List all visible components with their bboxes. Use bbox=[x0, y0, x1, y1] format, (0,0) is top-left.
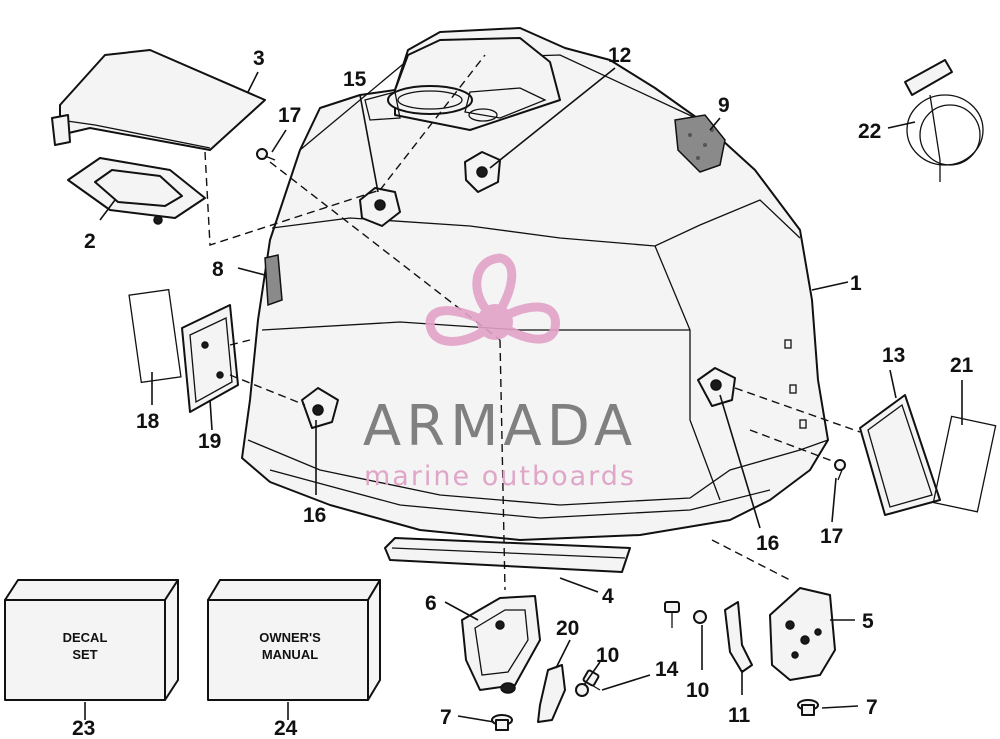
decal-set-line2: SET bbox=[72, 647, 97, 662]
bolt-17-right bbox=[834, 459, 846, 481]
callout-numbers: 1 2 3 4 5 6 7 7 8 9 10 10 11 12 13 14 15… bbox=[72, 44, 974, 739]
callout-21: 21 bbox=[950, 354, 974, 377]
grommet-pad-9 bbox=[674, 114, 726, 173]
gasket-2 bbox=[67, 157, 206, 225]
callout-10b: 10 bbox=[686, 679, 709, 702]
callout-15: 15 bbox=[343, 68, 367, 91]
callout-14: 14 bbox=[655, 658, 679, 681]
plug-7-left bbox=[491, 714, 513, 731]
owners-manual-box: OWNER'S MANUAL bbox=[207, 579, 381, 701]
decal-set-line1: DECAL bbox=[63, 630, 108, 645]
watermark-brand: ARMADA bbox=[363, 394, 637, 459]
callout-11: 11 bbox=[728, 704, 751, 727]
callout-17a: 17 bbox=[278, 104, 301, 127]
propeller-logo-icon bbox=[425, 253, 560, 346]
clip-11 bbox=[724, 601, 753, 673]
sheet-21 bbox=[932, 415, 997, 513]
callout-12: 12 bbox=[608, 44, 631, 67]
latch-20 bbox=[537, 664, 566, 723]
assembly-lines bbox=[204, 54, 861, 591]
plug-7-right bbox=[797, 699, 819, 716]
callout-7a: 7 bbox=[440, 706, 452, 729]
callout-16b: 16 bbox=[756, 532, 779, 555]
grommet-16-right bbox=[697, 367, 736, 407]
lid-3 bbox=[51, 49, 266, 151]
washer-10-left bbox=[575, 683, 589, 697]
callout-13: 13 bbox=[882, 344, 905, 367]
callout-20: 20 bbox=[556, 617, 579, 640]
cable-22 bbox=[904, 59, 984, 182]
leader-lines bbox=[84, 67, 963, 723]
callout-16a: 16 bbox=[303, 504, 326, 527]
callout-22: 22 bbox=[858, 120, 881, 143]
callout-4: 4 bbox=[602, 585, 614, 608]
engine-cover bbox=[241, 27, 829, 541]
decal-sheet-18 bbox=[128, 288, 182, 384]
grommet-15 bbox=[359, 187, 401, 227]
callout-23: 23 bbox=[72, 717, 95, 739]
screw-14-upper bbox=[664, 601, 680, 628]
seal-strip-4 bbox=[384, 537, 631, 573]
grommet-16-left bbox=[301, 387, 339, 429]
callout-18: 18 bbox=[136, 410, 160, 433]
callout-24: 24 bbox=[274, 717, 298, 739]
callout-10a: 10 bbox=[596, 644, 619, 667]
grommet-pad-8 bbox=[264, 254, 283, 307]
callout-8: 8 bbox=[212, 258, 224, 281]
plate-19 bbox=[181, 304, 239, 413]
bolt-17-left bbox=[256, 148, 276, 161]
callout-6: 6 bbox=[425, 592, 437, 615]
owners-manual-line1: OWNER'S bbox=[259, 630, 321, 645]
callout-2: 2 bbox=[84, 230, 96, 253]
armada-watermark: ARMADA marine outboards bbox=[363, 253, 637, 492]
decal-set-box: DECAL SET bbox=[4, 579, 179, 701]
washer-10-right bbox=[693, 610, 707, 624]
callout-3: 3 bbox=[253, 47, 265, 70]
frame-13 bbox=[859, 394, 941, 516]
callout-19: 19 bbox=[198, 430, 221, 453]
bracket-6 bbox=[461, 595, 541, 694]
callout-9: 9 bbox=[718, 94, 730, 117]
screw-14-lower bbox=[582, 669, 601, 691]
watermark-tagline: marine outboards bbox=[364, 461, 636, 492]
callout-7b: 7 bbox=[866, 696, 878, 719]
callout-17b: 17 bbox=[820, 525, 843, 548]
bracket-5 bbox=[769, 587, 836, 681]
callout-1: 1 bbox=[850, 272, 862, 295]
owners-manual-line2: MANUAL bbox=[262, 647, 318, 662]
grommet-12 bbox=[464, 151, 501, 193]
callout-5: 5 bbox=[862, 610, 874, 633]
